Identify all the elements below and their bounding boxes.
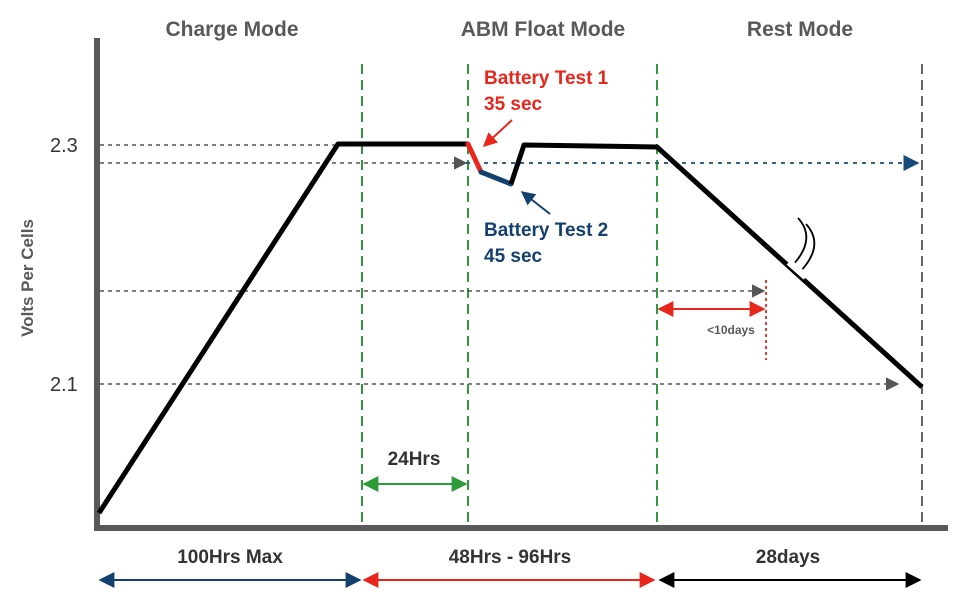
profile-charge-ramp	[96, 141, 468, 515]
y-axis-label: Volts Per Cells	[18, 219, 37, 337]
battery-test-1-pointer	[482, 119, 513, 147]
tick-label-2-3: 2.3	[50, 135, 78, 157]
profile-test1-segment	[465, 141, 484, 175]
battery-test-2-title: Battery Test 2	[484, 220, 608, 241]
battery-test-1-time: 35 sec	[484, 94, 543, 115]
float-mode-title: ABM Float Mode	[461, 18, 625, 41]
rest-mode-title: Rest Mode	[747, 18, 853, 41]
battery-test-1-title: Battery Test 1	[484, 68, 609, 89]
float-interval-label: 24Hrs	[388, 449, 441, 470]
tick-label-2-1: 2.1	[50, 374, 78, 396]
battery-test-2-time: 45 sec	[484, 246, 543, 267]
float-duration-label: 48Hrs - 96Hrs	[449, 547, 572, 568]
profile-float-rest	[508, 142, 924, 389]
charge-mode-title: Charge Mode	[165, 18, 298, 41]
battery-test-2-pointer	[520, 191, 551, 215]
break-gap	[786, 259, 809, 280]
charge-duration-label: 100Hrs Max	[177, 547, 283, 568]
rest-duration-label: 28days	[756, 547, 820, 568]
profile-test2-segment	[478, 169, 514, 187]
rest-limit-label: <10days	[707, 323, 755, 337]
